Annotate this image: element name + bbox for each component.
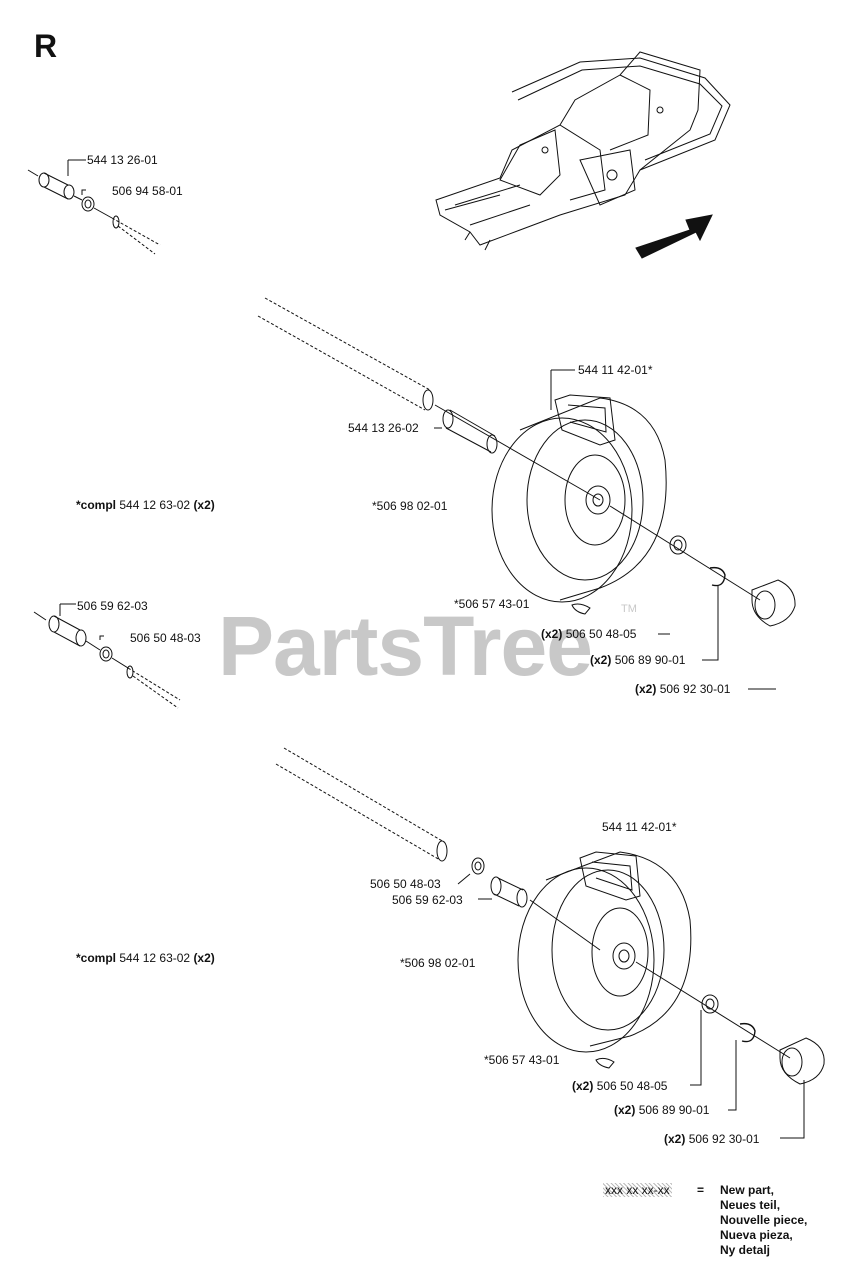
upper-wheel <box>442 394 796 627</box>
part-label: *506 57 43-01 <box>454 597 530 611</box>
part-label: 544 13 26-02 <box>348 421 419 435</box>
part-label-qty: (x2) 506 89 90-01 <box>590 653 685 667</box>
compl-qty: (x2) <box>193 951 215 965</box>
upper-axle-detail <box>27 159 161 255</box>
compl-part: 544 12 63-02 <box>119 498 191 512</box>
part-number: 506 50 48-05 <box>565 627 637 641</box>
qty: (x2) <box>572 1079 594 1093</box>
middle-axle-detail <box>33 603 181 709</box>
part-label: 506 59 62-03 <box>392 893 463 907</box>
part-label-qty: (x2) 506 92 30-01 <box>635 682 730 696</box>
upper-wheel-leaders <box>434 369 776 690</box>
part-label: 544 13 26-01 <box>87 153 158 167</box>
compl-prefix: *compl <box>76 498 117 512</box>
complete-assembly-note: *compl 544 12 63-02 (x2) <box>76 951 215 965</box>
part-label-qty: (x2) 506 92 30-01 <box>664 1132 759 1146</box>
part-label: 544 11 42-01* <box>602 820 677 834</box>
legend-line: Ny detalj <box>720 1243 771 1257</box>
qty: (x2) <box>635 682 657 696</box>
lower-wheel-shaft <box>275 747 448 862</box>
legend-key: xxx xx xx-xx <box>603 1183 672 1197</box>
legend-equals: = <box>697 1183 705 1197</box>
part-number: 506 92 30-01 <box>688 1132 760 1146</box>
qty: (x2) <box>614 1103 636 1117</box>
part-label: *506 98 02-01 <box>400 956 476 970</box>
compl-qty: (x2) <box>193 498 215 512</box>
part-label: 506 94 58-01 <box>112 184 183 198</box>
part-label: 544 11 42-01* <box>578 363 653 377</box>
lower-wheel <box>471 851 825 1085</box>
legend-line: New part, <box>720 1183 775 1197</box>
lower-wheel-leaders <box>457 873 805 1139</box>
part-label: *506 57 43-01 <box>484 1053 560 1067</box>
part-label-qty: (x2) 506 50 48-05 <box>572 1079 667 1093</box>
part-label: 506 59 62-03 <box>77 599 148 613</box>
part-label: 506 50 48-03 <box>370 877 441 891</box>
part-label-qty: (x2) 506 89 90-01 <box>614 1103 709 1117</box>
upper-wheel-shaft <box>257 297 601 501</box>
part-number: 506 50 48-05 <box>596 1079 668 1093</box>
part-number: 506 89 90-01 <box>638 1103 710 1117</box>
legend-line: Nouvelle piece, <box>720 1213 808 1227</box>
tractor-frame-illustration <box>435 51 731 251</box>
qty: (x2) <box>664 1132 686 1146</box>
compl-part: 544 12 63-02 <box>119 951 191 965</box>
direction-arrow-icon <box>635 214 713 259</box>
legend-line: Nueva pieza, <box>720 1228 793 1242</box>
section-letter: R <box>34 28 58 64</box>
compl-prefix: *compl <box>76 951 117 965</box>
part-number: 506 89 90-01 <box>614 653 686 667</box>
qty: (x2) <box>590 653 612 667</box>
part-label: *506 98 02-01 <box>372 499 448 513</box>
qty: (x2) <box>541 627 563 641</box>
part-number: 506 92 30-01 <box>659 682 731 696</box>
complete-assembly-note: *compl 544 12 63-02 (x2) <box>76 498 215 512</box>
watermark: PartsTree <box>218 599 593 693</box>
part-label: 506 50 48-03 <box>130 631 201 645</box>
legend-text: New part, Neues teil, Nouvelle piece, Nu… <box>720 1183 807 1258</box>
part-label-qty: (x2) 506 50 48-05 <box>541 627 636 641</box>
watermark-tm: TM <box>621 603 637 615</box>
legend-line: Neues teil, <box>720 1198 781 1212</box>
